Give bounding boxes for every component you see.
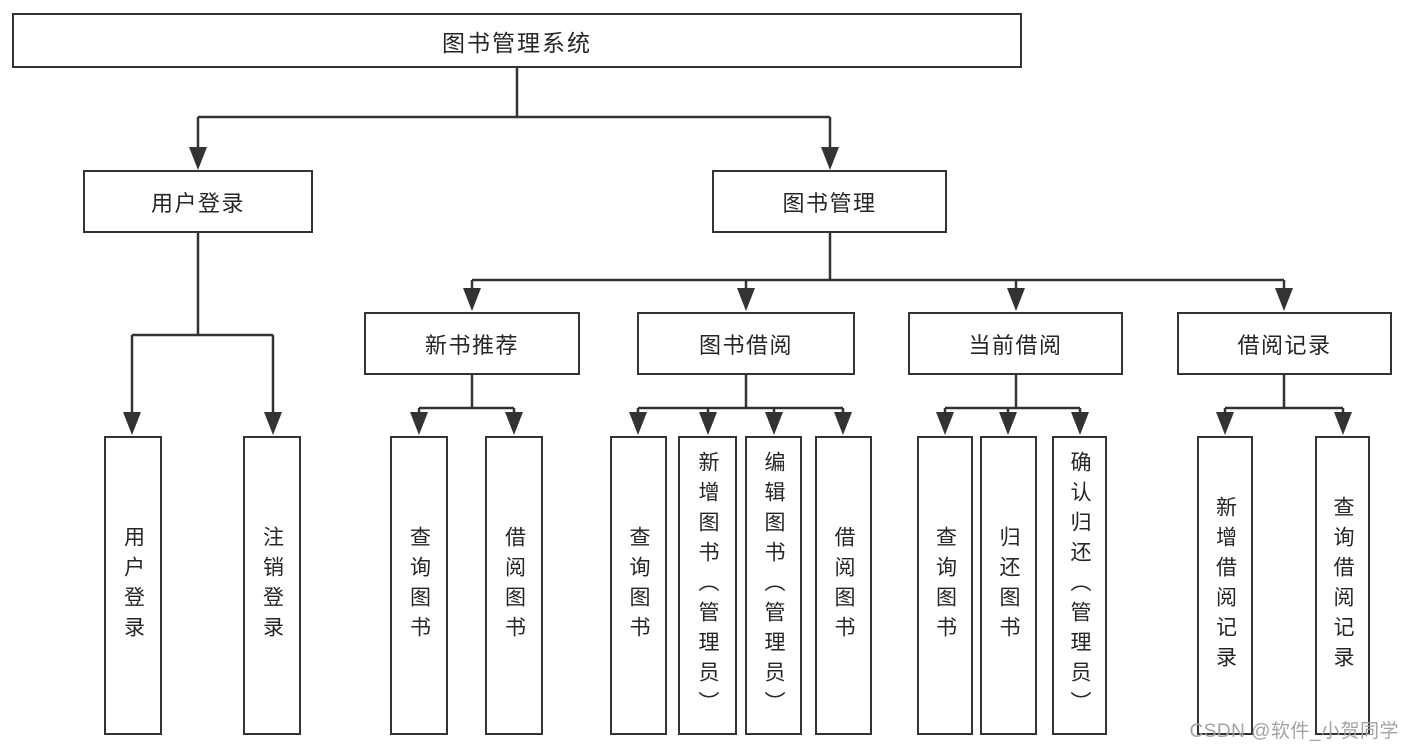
node-book-management: 图书管理 [712,170,947,233]
leaf-bb-edit-book-admin: 编辑图书（管理员） [745,436,802,735]
node-library-management-system: 图书管理系统 [12,13,1022,68]
node-label: 编辑图书（管理员） [762,450,785,721]
leaf-bb-query-book: 查询图书 [610,436,667,735]
node-label: 图书借阅 [698,332,793,358]
node-label: 借阅图书 [832,525,855,646]
node-label: 新书推荐 [424,332,519,358]
node-label: 新增借阅记录 [1213,495,1237,676]
connector-new-book-rec-children [410,375,523,435]
node-label: 用户登录 [150,190,245,216]
connector-book-borrow-children [629,375,852,435]
leaf-br-query-record: 查询借阅记录 [1315,436,1370,735]
node-label: 查询图书 [933,525,957,646]
node-label: 借阅记录 [1237,332,1332,358]
node-label: 新增图书（管理员） [696,450,719,721]
leaf-bb-add-book-admin: 新增图书（管理员） [678,436,737,735]
node-label: 图书管理 [782,190,877,216]
node-label: 注销登录 [260,525,284,646]
leaf-bb-borrow-book: 借阅图书 [815,436,872,735]
node-label: 查询图书 [627,525,650,646]
node-label: 确认归还（管理员） [1068,450,1091,721]
leaf-cb-return-book: 归还图书 [980,436,1037,735]
connector-user-login-children [123,233,282,435]
node-label: 查询图书 [407,525,431,646]
leaf-br-add-record: 新增借阅记录 [1197,436,1253,735]
leaf-cb-confirm-return-admin: 确认归还（管理员） [1052,436,1107,735]
node-label: 归还图书 [997,525,1020,646]
connector-root-to-level2 [189,68,839,170]
node-label: 图书管理系统 [442,29,592,56]
node-book-borrow: 图书借阅 [637,312,855,375]
leaf-cb-query-book: 查询图书 [917,436,973,735]
watermark: CSDN @软件_小贺同学 [1189,721,1399,742]
leaf-rec-query-book: 查询图书 [390,436,448,735]
node-label: 查询借阅记录 [1331,495,1354,676]
node-new-book-recommend: 新书推荐 [364,312,580,375]
node-user-login: 用户登录 [83,170,313,233]
node-label: 当前借阅 [968,332,1063,358]
node-label: 借阅图书 [502,525,526,646]
connector-current-borrow-children [936,375,1089,435]
connector-borrow-record-children [1216,375,1352,435]
leaf-rec-borrow-book: 借阅图书 [485,436,543,735]
connector-book-mgmt-to-level3 [463,233,1293,311]
node-current-borrow: 当前借阅 [908,312,1123,375]
leaf-user-login: 用户登录 [104,436,162,735]
leaf-logout: 注销登录 [243,436,301,735]
node-borrow-record: 借阅记录 [1177,312,1392,375]
node-label: 用户登录 [121,525,145,646]
